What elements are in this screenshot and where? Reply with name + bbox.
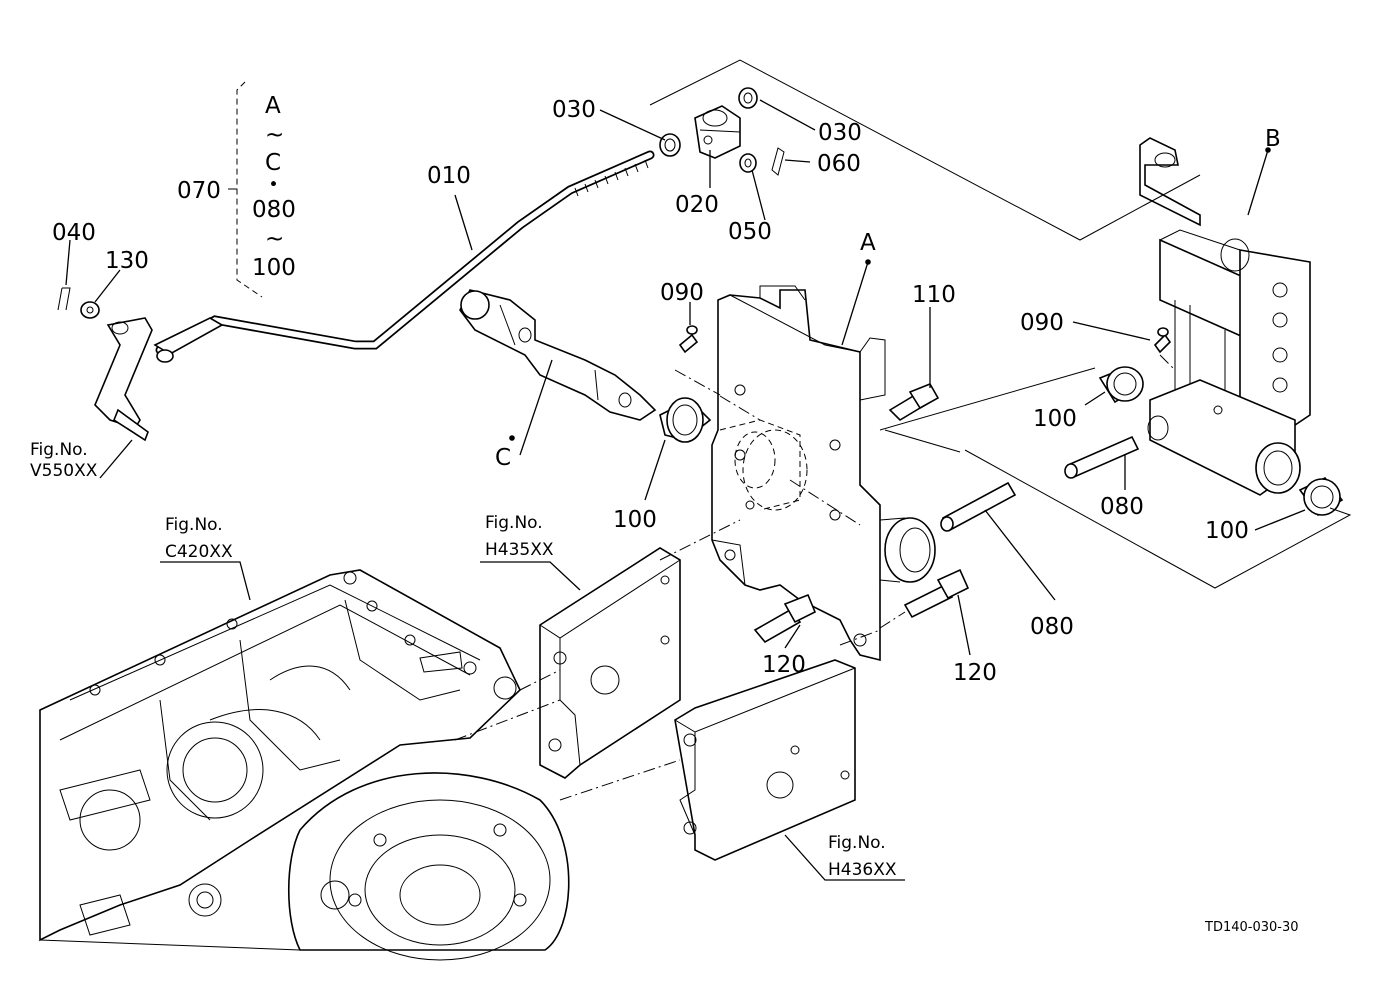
- callout-050: 050: [728, 219, 772, 245]
- range-start-a: A: [265, 93, 281, 119]
- callout-080-right: 080: [1100, 494, 1144, 520]
- callout-100-right-top: 100: [1033, 406, 1077, 432]
- range-end-c: C: [265, 150, 281, 176]
- bolts: [753, 382, 970, 644]
- callout-110: 110: [912, 282, 956, 308]
- callout-100-right-bottom: 100: [1205, 518, 1249, 544]
- callout-100-left: 100: [613, 507, 657, 533]
- fig-ref-h436-line1: Fig.No.: [828, 833, 886, 853]
- plate-h436: [674, 659, 856, 861]
- lever-v550: [57, 287, 153, 442]
- fig-ref-c420-line2: C420XX: [165, 542, 233, 562]
- callout-130: 130: [105, 248, 149, 274]
- fig-ref-v550-line2: V550XX: [30, 461, 98, 481]
- figure-references: Fig.No. V550XX Fig.No. C420XX Fig.No. H4…: [30, 440, 897, 880]
- callout-060: 060: [817, 151, 861, 177]
- transmission-case: [39, 569, 570, 961]
- callout-120-right: 120: [953, 660, 997, 686]
- reference-dots: [509, 147, 1271, 441]
- assembly-lines: [454, 59, 1352, 801]
- fig-ref-c420-line1: Fig.No.: [165, 515, 223, 535]
- callout-010: 010: [427, 163, 471, 189]
- clevis-020: [694, 105, 741, 159]
- assembly-b: [1139, 137, 1311, 496]
- plate-h435: [539, 547, 681, 779]
- reference-letter-b: B: [1265, 126, 1281, 152]
- bushings: [659, 366, 1344, 517]
- callout-090-right: 090: [1020, 310, 1064, 336]
- shaft-c: [459, 289, 657, 421]
- fig-ref-h436-line2: H436XX: [828, 860, 897, 880]
- callout-120-left: 120: [762, 652, 806, 678]
- leader-lines: [65, 99, 1306, 881]
- callout-070: 070: [177, 178, 221, 204]
- callout-030-right: 030: [818, 120, 862, 146]
- callout-040: 040: [52, 220, 96, 246]
- range-tilde-1: ~: [265, 122, 284, 148]
- fig-ref-h435-line2: H435XX: [485, 540, 554, 560]
- fig-ref-h435-line1: Fig.No.: [485, 513, 543, 533]
- callout-080-center: 080: [1030, 614, 1074, 640]
- reference-letter-c: C: [495, 445, 511, 471]
- range-tilde-2: ~: [265, 226, 284, 252]
- range-bracket-070: [228, 81, 263, 298]
- range-separator-dot: ・: [262, 172, 285, 198]
- drawing-code: TD140-030-30: [1204, 920, 1299, 935]
- range-start-080: 080: [252, 197, 296, 223]
- bracket-a: [711, 285, 936, 662]
- grease-nipples-090: [678, 325, 1172, 354]
- fig-ref-v550-line1: Fig.No.: [30, 440, 88, 460]
- callout-030-left: 030: [552, 97, 596, 123]
- callout-090-left: 090: [660, 280, 704, 306]
- pins-080: [940, 435, 1140, 532]
- callout-labels: 030 030 060 020 050 010 040 130 070 A ~ …: [52, 93, 1281, 686]
- rod-010: [153, 150, 655, 363]
- range-end-100: 100: [252, 255, 296, 281]
- callout-020: 020: [675, 192, 719, 218]
- reference-letter-a: A: [860, 230, 876, 256]
